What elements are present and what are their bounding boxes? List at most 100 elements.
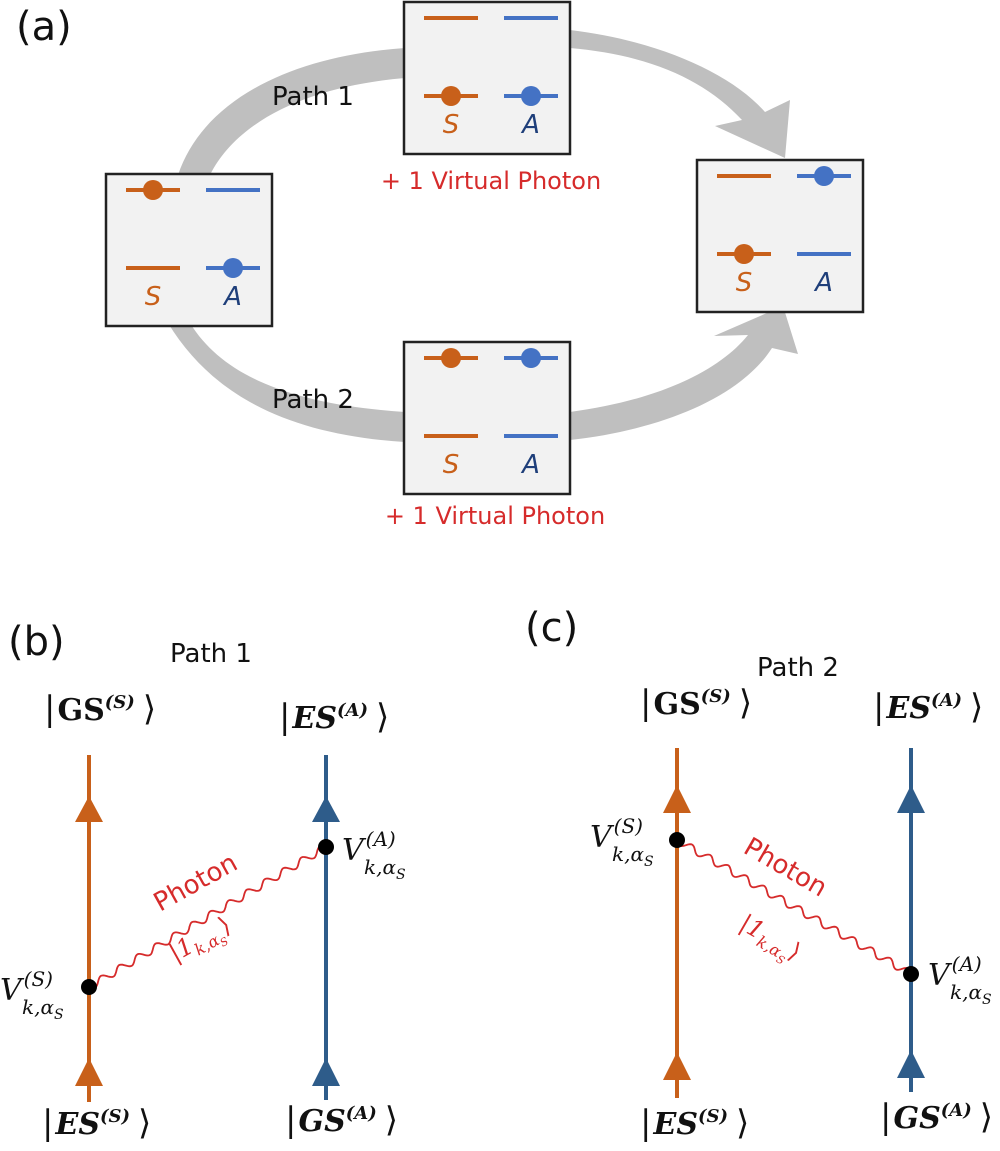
vertex-sup: (A)	[366, 827, 396, 851]
vertex-symbol: V	[590, 820, 615, 855]
path2-arrow-left	[168, 323, 405, 442]
ket-bar: |	[880, 1097, 891, 1137]
box-label-a: A	[520, 450, 540, 480]
path1-label: Path 1	[272, 82, 354, 112]
box-frame	[402, 340, 572, 496]
ket-name: ES	[54, 1107, 100, 1142]
box-frame	[402, 0, 572, 156]
virtual-photon-label-bottom: + 1 Virtual Photon	[385, 502, 605, 530]
box-label-a: A	[813, 268, 833, 298]
photon-state-open: |1	[164, 931, 198, 968]
ket-sup: (S)	[100, 1106, 130, 1127]
panel-b-a-arrow-upper	[312, 796, 340, 822]
vertex-label-a-sub: k,αS	[950, 980, 992, 1008]
panel-b-title: Path 1	[170, 639, 252, 669]
box-label-a: A	[520, 110, 540, 140]
svg-text:|1k,αS⟩: |1k,αS⟩	[164, 911, 239, 974]
state-es-s-bottom: |ES(S)⟩	[42, 1103, 151, 1143]
ket-name: ES	[652, 1107, 698, 1142]
vertex-label-a: V(A)	[342, 827, 396, 868]
panel-b-vertex-labels: V(S)k,αSV(A)k,αS	[0, 827, 406, 1023]
panel-c: (c) Path 2 |GS(S)⟩|ES(A)⟩|ES(S)⟩|GS(A)⟩ …	[525, 605, 993, 1143]
vertex-label-s-sub: k,αS	[22, 995, 64, 1023]
vertex-label-s-sub: k,αS	[612, 842, 654, 870]
electron-s-upper	[143, 180, 163, 200]
state-es-s-bottom: |ES(S) ⟩	[640, 1103, 749, 1143]
ket-close: ⟩	[736, 1103, 749, 1143]
ket-sup: (A)	[337, 700, 368, 721]
panel-c-title: Path 2	[757, 653, 839, 683]
photon-state-close: ⟩	[214, 911, 236, 940]
ket-name: GS	[893, 1101, 940, 1136]
vertex-label-a-sub: k,αS	[364, 855, 406, 883]
ket-name: GS	[298, 1104, 345, 1139]
panel-c-vertex-s	[669, 832, 685, 848]
vertex-symbol: V	[928, 958, 953, 993]
panel-a-label: (a)	[16, 4, 72, 50]
panel-b-states: |GS(S)⟩|ES(A)⟩|ES(S)⟩|GS(A)⟩	[42, 689, 398, 1143]
box-label-a: A	[222, 282, 242, 312]
ket-close: ⟩	[138, 1103, 151, 1143]
panel-c-a-arrow-lower	[897, 1050, 925, 1078]
box-label-s: S	[443, 110, 460, 140]
ket-bar: |	[44, 689, 55, 729]
ket-sup: (S)	[698, 1106, 728, 1127]
state-gs-s-top: |GS(S)⟩	[640, 683, 752, 723]
photon-state-close: ⟩	[784, 937, 806, 966]
virtual-photon-label-top: + 1 Virtual Photon	[381, 167, 601, 195]
ket-sup: (A)	[346, 1103, 377, 1124]
path1-arrow-right	[570, 30, 790, 158]
vertex-subsub: S	[982, 992, 992, 1008]
ket-sup: (S)	[701, 686, 731, 707]
panel-c-photon-label: Photon	[739, 832, 833, 903]
vertex-subsub: S	[644, 854, 654, 870]
panel-c-s-arrow-upper	[663, 785, 691, 813]
vertex-sup: (S)	[24, 967, 53, 991]
state-gs-a-bottom: |GS(A)⟩	[880, 1097, 993, 1137]
ket-bar: |	[873, 687, 884, 727]
vertex-sub: k,α	[612, 842, 644, 866]
vertex-subsub: S	[54, 1007, 64, 1023]
path2-arrow-right	[570, 306, 798, 440]
panel-b-photon-line	[88, 845, 327, 989]
ket-close: ⟩	[143, 689, 156, 729]
panel-c-vertex-labels: V(S)k,αSV(A)k,αS	[590, 814, 992, 1008]
vertex-symbol: V	[342, 833, 367, 868]
vertex-sup: (A)	[952, 952, 982, 976]
panel-c-a-arrow-upper	[897, 785, 925, 813]
ket-name: GS	[57, 693, 104, 728]
electron-s-lower	[441, 86, 461, 106]
state-gs-s-top: |GS(S)⟩	[44, 689, 156, 729]
panel-c-vertex-a	[903, 966, 919, 982]
ket-bar: |	[285, 1100, 296, 1140]
state-es-a-top: |ES(A)⟩	[279, 697, 389, 737]
state-gs-a-bottom: |GS(A)⟩	[285, 1100, 398, 1140]
vertex-label-s: V(S)	[0, 967, 53, 1008]
box-label-s: S	[145, 282, 162, 312]
panel-b-a-arrow-lower	[312, 1058, 340, 1086]
panel-b-vertex-s	[81, 979, 97, 995]
panel-b-s-arrow-upper	[75, 796, 103, 822]
svg-text:|1k,αS⟩: |1k,αS⟩	[732, 909, 807, 972]
panel-c-states: |GS(S)⟩|ES(A)⟩|ES(S)⟩|GS(A)⟩	[640, 683, 993, 1143]
electron-a-upper	[814, 166, 834, 186]
ket-name: ES	[885, 691, 931, 726]
vertex-sub: k,α	[950, 980, 982, 1004]
box-frame	[104, 172, 274, 328]
ket-name: GS	[653, 687, 700, 722]
electron-s-upper	[441, 348, 461, 368]
ket-sup: (A)	[931, 690, 962, 711]
path1-arrow	[178, 48, 405, 175]
panel-b-label: (b)	[8, 619, 65, 665]
ket-close: ⟩	[739, 683, 752, 723]
ket-close: ⟩	[980, 1097, 993, 1137]
panel-c-s-arrow-lower	[663, 1052, 691, 1080]
ket-bar: |	[640, 1103, 651, 1143]
vertex-sub: k,α	[22, 995, 54, 1019]
